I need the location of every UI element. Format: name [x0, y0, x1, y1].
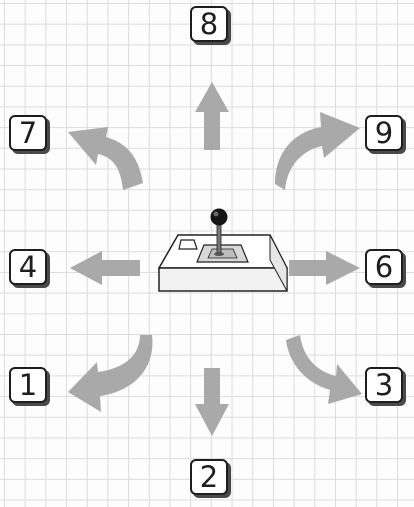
key-3: 3: [365, 367, 403, 403]
arrow-up-icon: [195, 82, 229, 150]
key-7: 7: [9, 115, 47, 151]
key-1: 1: [9, 367, 47, 403]
key-6: 6: [365, 249, 403, 285]
joystick-icon: [159, 209, 287, 292]
arrow-left-icon: [70, 251, 140, 285]
key-8: 8: [190, 6, 228, 42]
arrow-down-icon: [195, 368, 229, 436]
arrow-curved-down-left-icon: [68, 335, 152, 412]
key-9: 9: [365, 115, 403, 151]
arrow-curved-up-left-icon: [68, 127, 143, 190]
arrow-curved-up-right-icon: [275, 112, 360, 190]
arrow-right-icon: [289, 251, 360, 285]
key-4: 4: [9, 249, 47, 285]
arrow-curved-down-right-icon: [286, 335, 362, 404]
key-2: 2: [190, 459, 228, 495]
